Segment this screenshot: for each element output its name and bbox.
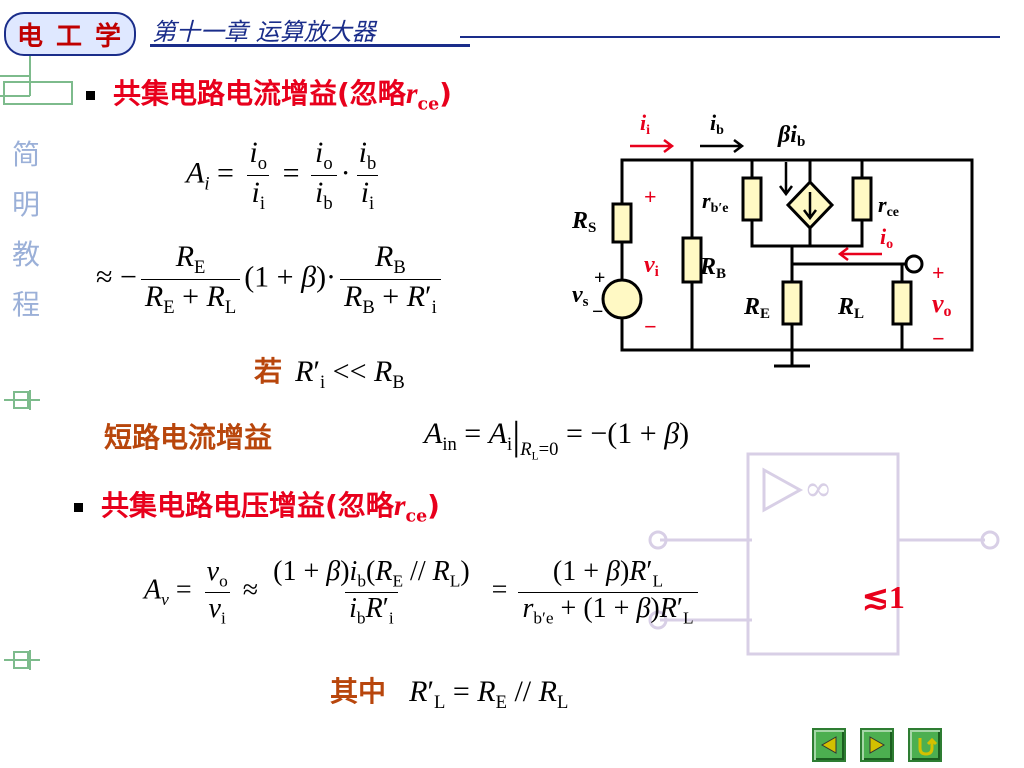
rce-subscript: ce [405,506,428,527]
rce-symbol: r [393,489,406,522]
short-circuit-label: 短路电流增益 [104,421,273,454]
header-underline [150,44,470,47]
rce-subscript: ce [417,94,440,115]
resistor-rs [611,202,633,244]
svg-text:+: + [594,267,605,289]
svg-text:vo: vo [932,289,952,320]
where-word: 其中 [330,675,387,708]
sidebar-char: 教 [11,238,40,271]
section1-title: 共集电路电流增益(忽略rce) [86,72,452,115]
svg-text:RB: RB [699,254,726,282]
resistor-rbe [741,176,763,222]
where-line: 其中 R′L = RE // RL [330,670,568,714]
output-terminal [904,254,924,274]
section2-title: 共集电路电压增益(忽略rce) [74,484,440,527]
svg-text:−: − [932,326,945,351]
next-arrow-icon [869,736,886,754]
condition-expr: R′i << RB [295,355,405,393]
svg-text:+: + [644,184,657,209]
left-decoration [0,56,73,670]
chapter-title: 第十一章 运算放大器 [152,18,376,46]
condition-line: 若 R′i << RB [254,350,405,394]
sidebar-char: 程 [11,288,40,321]
return-icon [918,737,938,756]
svg-text:rb′e: rb′e [702,188,729,216]
condition-word: 若 [254,355,283,388]
svg-text:ii: ii [640,110,650,138]
svg-text:βib: βib [777,122,805,150]
svg-text:RE: RE [743,294,770,322]
svg-text:ib: ib [710,110,724,138]
next-button[interactable] [860,728,894,762]
svg-text:RS: RS [571,208,596,236]
sidebar-char: 简 [11,138,40,171]
resistor-rb [681,236,703,284]
rce-symbol: r [405,77,418,110]
short-circuit-formula: Ain = Ai|RL=0 = −(1 + β) [424,413,690,463]
section1-title-close: ) [439,77,452,110]
prev-button[interactable] [812,728,846,762]
svg-text:−: − [644,314,657,339]
svg-text:−: − [592,301,603,323]
resistor-re [781,280,803,326]
bullet-icon [86,91,95,100]
section1-title-text: 共集电路电流增益(忽略 [113,77,406,110]
return-button[interactable] [908,728,942,762]
svg-text:rce: rce [878,192,899,220]
opamp-watermark: ∞ [648,452,1000,656]
logo-text: 电 工 学 [16,21,124,52]
svg-text:∞: ∞ [804,469,832,509]
approx-one: ≲1 [862,579,905,615]
header-line [460,36,1000,38]
bullet-icon [74,503,83,512]
svg-text:io: io [880,224,893,252]
svg-text:+: + [932,260,945,285]
sidebar-char: 明 [11,188,40,221]
svg-text:vs: vs [572,282,589,310]
header-bar: 电 工 学 第十一章 运算放大器 [0,0,1024,60]
resistor-rce [851,176,873,222]
section2-title-close: ) [427,489,440,522]
equivalent-circuit: ii ib βib rb′e rce io RS + vi − RB + vs … [571,110,974,368]
sidebar-vertical-title: 简 明 教 程 [8,130,44,330]
resistor-rl [891,280,913,326]
svg-text:vi: vi [644,252,659,280]
svg-text:RL: RL [837,294,864,322]
where-expr: R′L = RE // RL [409,675,569,713]
logo: 电 工 学 [4,12,136,56]
prev-arrow-icon [820,736,837,754]
section2-title-text: 共集电路电压增益(忽略 [101,489,394,522]
voltage-source-icon [601,278,643,320]
